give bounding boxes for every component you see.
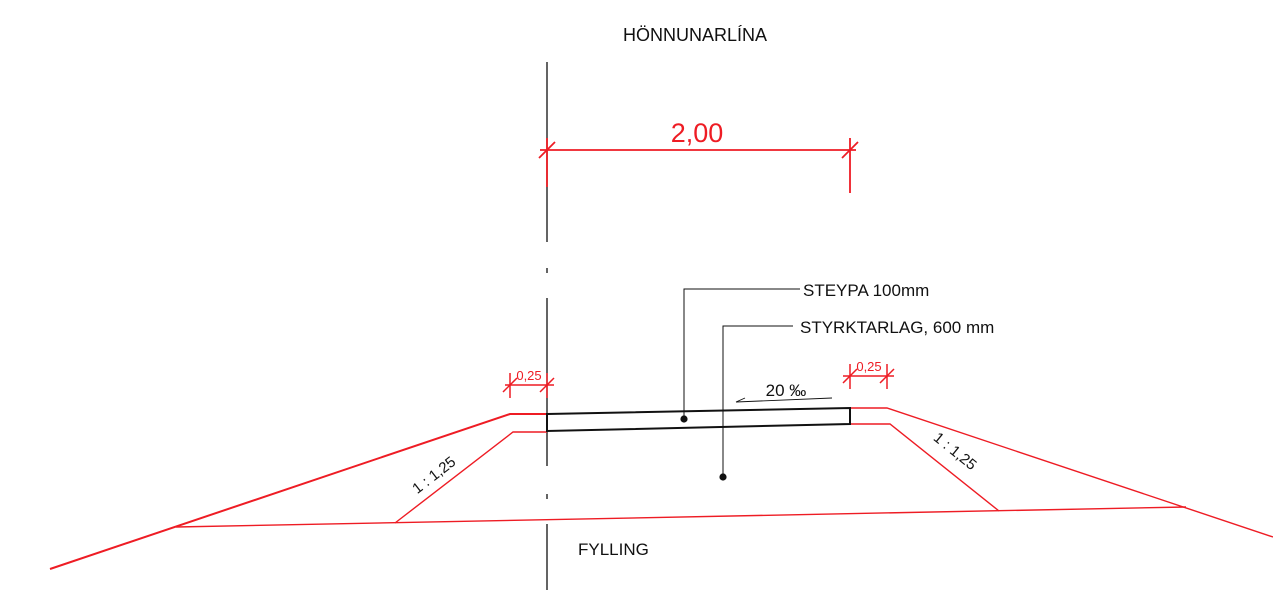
fill-label: FYLLING: [578, 540, 649, 559]
concrete-layer-label: STEYPA 100mm: [803, 281, 929, 300]
centerline-label: HÖNNUNARLÍNA: [623, 25, 767, 45]
left-slope-label: 1 : 1,25: [409, 453, 459, 497]
crossfall-arrow: [735, 397, 833, 403]
crossfall-label: 20 ‰: [766, 381, 807, 400]
base-layer-label: STYRKTARLAG, 600 mm: [800, 318, 994, 337]
right-offset-dimension: [842, 364, 895, 389]
concrete-slab: [546, 406, 851, 433]
width-dimension: [538, 138, 859, 193]
right-offset-label: 0,25: [856, 359, 881, 374]
left-offset-dimension: [502, 373, 555, 398]
left-offset-label: 0,25: [516, 368, 541, 383]
base-course-outline: [175, 423, 1187, 528]
embankment-outer-profile: [49, 407, 1273, 570]
width-dimension-label: 2,00: [671, 118, 724, 148]
concrete-leader-dot: [680, 415, 688, 423]
base-leader: [722, 325, 793, 477]
concrete-leader: [683, 288, 800, 419]
base-leader-dot: [719, 473, 727, 481]
